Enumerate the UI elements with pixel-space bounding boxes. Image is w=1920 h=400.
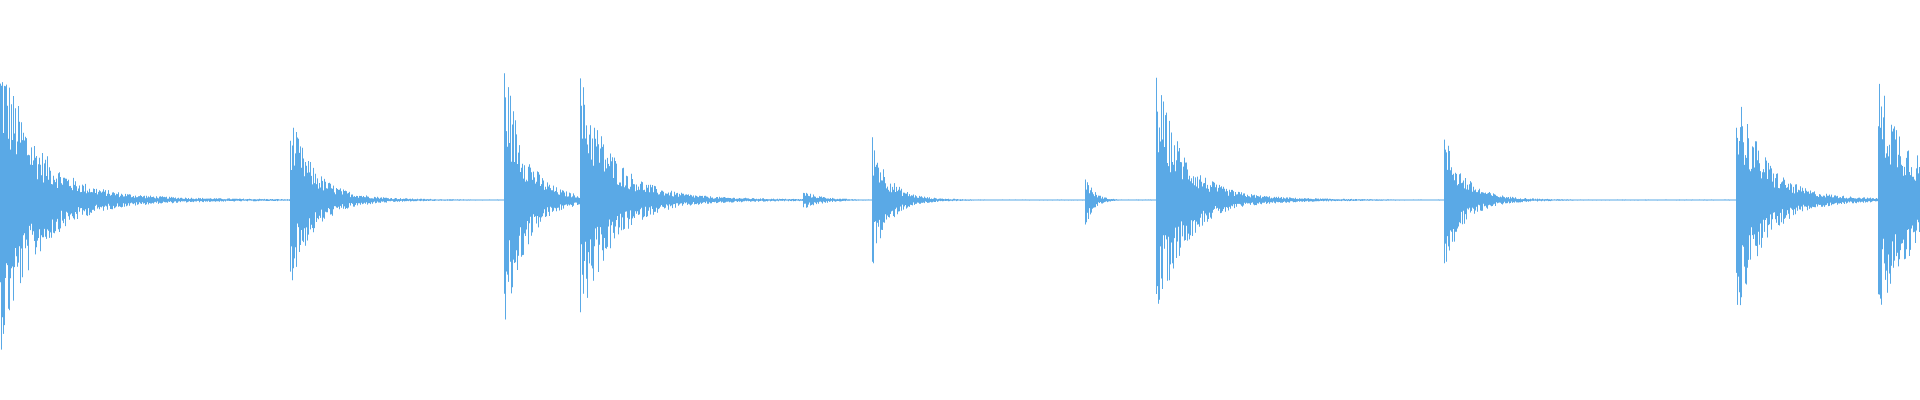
waveform-path (0, 73, 1920, 350)
